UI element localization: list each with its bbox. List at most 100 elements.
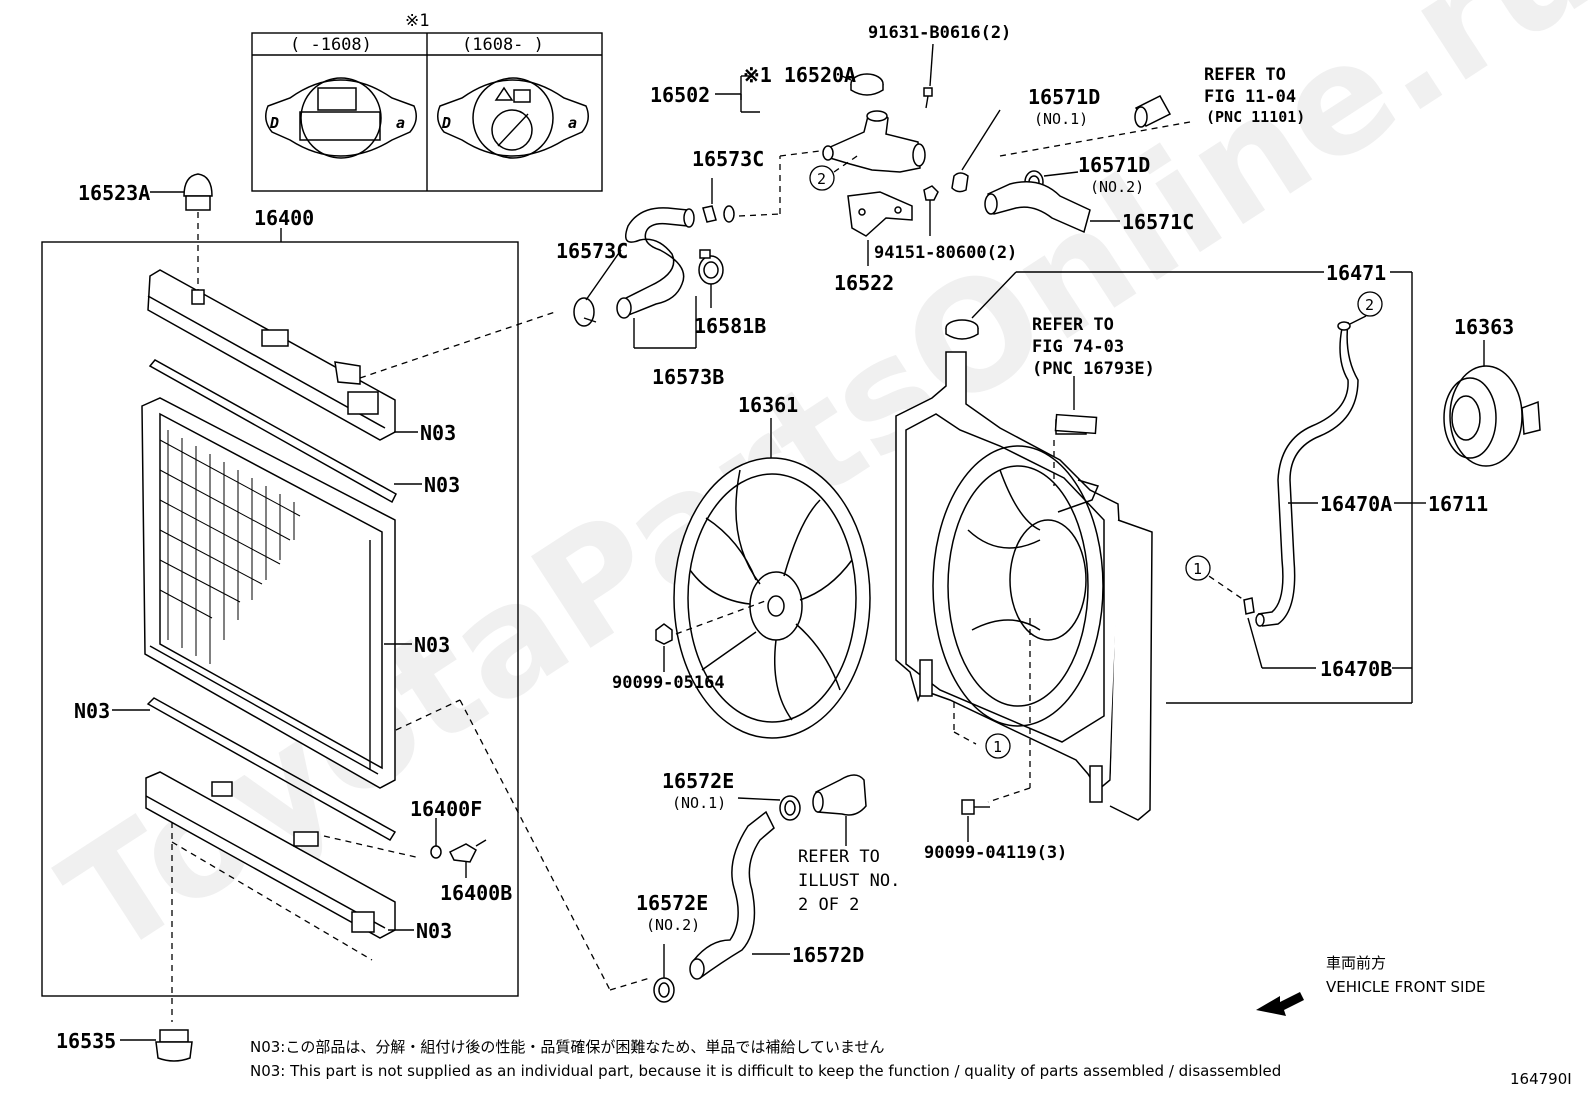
drain-oring-icon bbox=[430, 845, 442, 859]
label-16400F: 16400F bbox=[410, 797, 482, 821]
fan-shroud-icon bbox=[895, 351, 1153, 821]
label-16470A: 16470A bbox=[1320, 492, 1392, 516]
cap-col-left-label: ( -1608) bbox=[290, 35, 372, 55]
ref-marker-1-shroud: 1 bbox=[985, 733, 1011, 759]
label-16572E-no1-sub: (NO.1) bbox=[672, 794, 726, 812]
hose-clamp-no1-icon bbox=[951, 172, 969, 193]
label-16361: 16361 bbox=[738, 393, 798, 417]
label-16400B: 16400B bbox=[440, 881, 512, 905]
label-refer-illust-line3: 2 OF 2 bbox=[798, 895, 859, 915]
svg-text:a: a bbox=[568, 114, 577, 132]
lower-hose-clamp-no2-icon bbox=[653, 977, 675, 1003]
label-n03-lower-tank: N03 bbox=[416, 919, 452, 943]
lower-hose-icon bbox=[689, 810, 775, 980]
label-16572D: 16572D bbox=[792, 943, 864, 967]
label-16471: 16471 bbox=[1326, 261, 1386, 285]
grommet-bottom-icon bbox=[155, 1029, 193, 1062]
label-16571D-no1: 16571D bbox=[1028, 85, 1100, 109]
ref-marker-1-hose: 1 bbox=[1185, 555, 1211, 581]
label-16581B: 16581B bbox=[694, 314, 766, 338]
label-16573B: 16573B bbox=[652, 365, 724, 389]
svg-text:a: a bbox=[396, 114, 405, 132]
label-16571C: 16571C bbox=[1122, 210, 1194, 234]
grommet-top-icon bbox=[183, 173, 213, 211]
radiator-assembly-box bbox=[41, 241, 519, 997]
hose-band-icon bbox=[698, 249, 724, 285]
svg-text:1: 1 bbox=[993, 738, 1002, 756]
label-refer-11-04-line2: FIG 11-04 bbox=[1204, 87, 1296, 107]
label-91631-B0616: 91631-B0616(2) bbox=[868, 23, 1011, 43]
label-16535: 16535 bbox=[56, 1029, 116, 1053]
upper-gasket-icon bbox=[148, 359, 397, 504]
radiator-outlet-hose-icon bbox=[984, 181, 1091, 234]
label-16573C-top: 16573C bbox=[692, 147, 764, 171]
bracket-icon bbox=[847, 191, 913, 237]
label-16572E-no1: 16572E bbox=[662, 769, 734, 793]
label-90099-05164: 90099-05164 bbox=[612, 673, 725, 693]
upper-hose-clamp-a-icon bbox=[573, 297, 597, 327]
label-16363: 16363 bbox=[1454, 315, 1514, 339]
lower-hose-clamp-no1-icon bbox=[779, 795, 801, 821]
lower-tank-icon bbox=[145, 771, 396, 939]
svg-text:2: 2 bbox=[817, 170, 826, 188]
ref-marker-2-hose: 2 bbox=[1357, 291, 1383, 317]
upper-hose-icon bbox=[616, 207, 695, 319]
label-refer-74-03-line2: FIG 74-03 bbox=[1032, 337, 1124, 357]
note-jp: N03:この部品は、分解・組付け後の性能・品質確保が困難なため、単品では補給して… bbox=[250, 1038, 884, 1056]
figure-id: 164790I bbox=[1510, 1070, 1572, 1088]
radiator-core-icon bbox=[141, 397, 396, 789]
front-direction-arrow-icon bbox=[1256, 992, 1304, 1016]
label-n03-core: N03 bbox=[414, 633, 450, 657]
reservoir-cap-icon bbox=[945, 319, 979, 340]
label-16502: 16502 bbox=[650, 83, 710, 107]
engine-hose-ref-icon bbox=[1134, 95, 1172, 128]
label-16523A: 16523A bbox=[78, 181, 150, 205]
label-n03-upper-tank: N03 bbox=[420, 421, 456, 445]
drain-cock-icon bbox=[448, 839, 487, 863]
lower-gasket-icon bbox=[146, 697, 397, 842]
label-refer-illust-line1: REFER TO bbox=[798, 847, 880, 867]
label-16572E-no2-sub: (NO.2) bbox=[646, 916, 700, 934]
radiator-cap-icon bbox=[850, 73, 884, 96]
cap-col-right-label: (1608- ) bbox=[462, 35, 544, 55]
ref-marker-2-filler: 2 bbox=[809, 165, 835, 191]
label-refer-illust-line2: ILLUST NO. bbox=[798, 871, 900, 891]
svg-text:D: D bbox=[441, 114, 451, 132]
shroud-bolt-icon bbox=[961, 799, 990, 815]
label-16571D-no2-sub: (NO.2) bbox=[1090, 178, 1144, 196]
note-en: N03: This part is not supplied as an ind… bbox=[250, 1062, 1281, 1080]
cap-variant-marker: ※1 bbox=[405, 11, 429, 31]
label-16400: 16400 bbox=[254, 206, 314, 230]
label-n03-upper-gasket: N03 bbox=[424, 473, 460, 497]
front-side-en: VEHICLE FRONT SIDE bbox=[1326, 978, 1486, 996]
label-refer-74-03-line3: (PNC 16793E) bbox=[1032, 359, 1155, 379]
label-16573C-left: 16573C bbox=[556, 239, 628, 263]
front-side-jp: 車両前方 bbox=[1326, 954, 1386, 972]
radiator-cap-old-icon: D a bbox=[265, 77, 417, 159]
label-16711: 16711 bbox=[1428, 492, 1488, 516]
label-16520A: ※1 16520A bbox=[743, 63, 856, 87]
filler-neck-icon bbox=[822, 110, 926, 173]
filler-bolt-icon bbox=[923, 87, 933, 109]
label-refer-74-03-line1: REFER TO bbox=[1032, 315, 1114, 335]
cooling-fan-icon bbox=[673, 457, 871, 739]
label-90099-04119: 90099-04119(3) bbox=[924, 843, 1067, 863]
upper-hose-clamp-b-icon bbox=[702, 205, 735, 223]
label-16571D-no2: 16571D bbox=[1078, 153, 1150, 177]
nut-icon bbox=[923, 185, 939, 201]
label-n03-lower-gasket: N03 bbox=[74, 699, 110, 723]
label-16470B: 16470B bbox=[1320, 657, 1392, 681]
label-16522: 16522 bbox=[834, 271, 894, 295]
water-inlet-icon bbox=[812, 774, 867, 816]
svg-text:2: 2 bbox=[1365, 296, 1374, 314]
label-16572E-no2: 16572E bbox=[636, 891, 708, 915]
caution-label-plate-icon bbox=[1054, 413, 1098, 435]
radiator-cap-new-icon: D a bbox=[437, 77, 589, 159]
cap-variants-box: ※1 ( -1608) (1608- ) D a D a bbox=[251, 11, 603, 192]
svg-text:1: 1 bbox=[1193, 560, 1202, 578]
svg-text:D: D bbox=[269, 114, 279, 132]
fan-nut-icon bbox=[655, 623, 673, 672]
upper-tank-icon bbox=[147, 269, 556, 441]
label-16571D-no1-sub: (NO.1) bbox=[1034, 110, 1088, 128]
